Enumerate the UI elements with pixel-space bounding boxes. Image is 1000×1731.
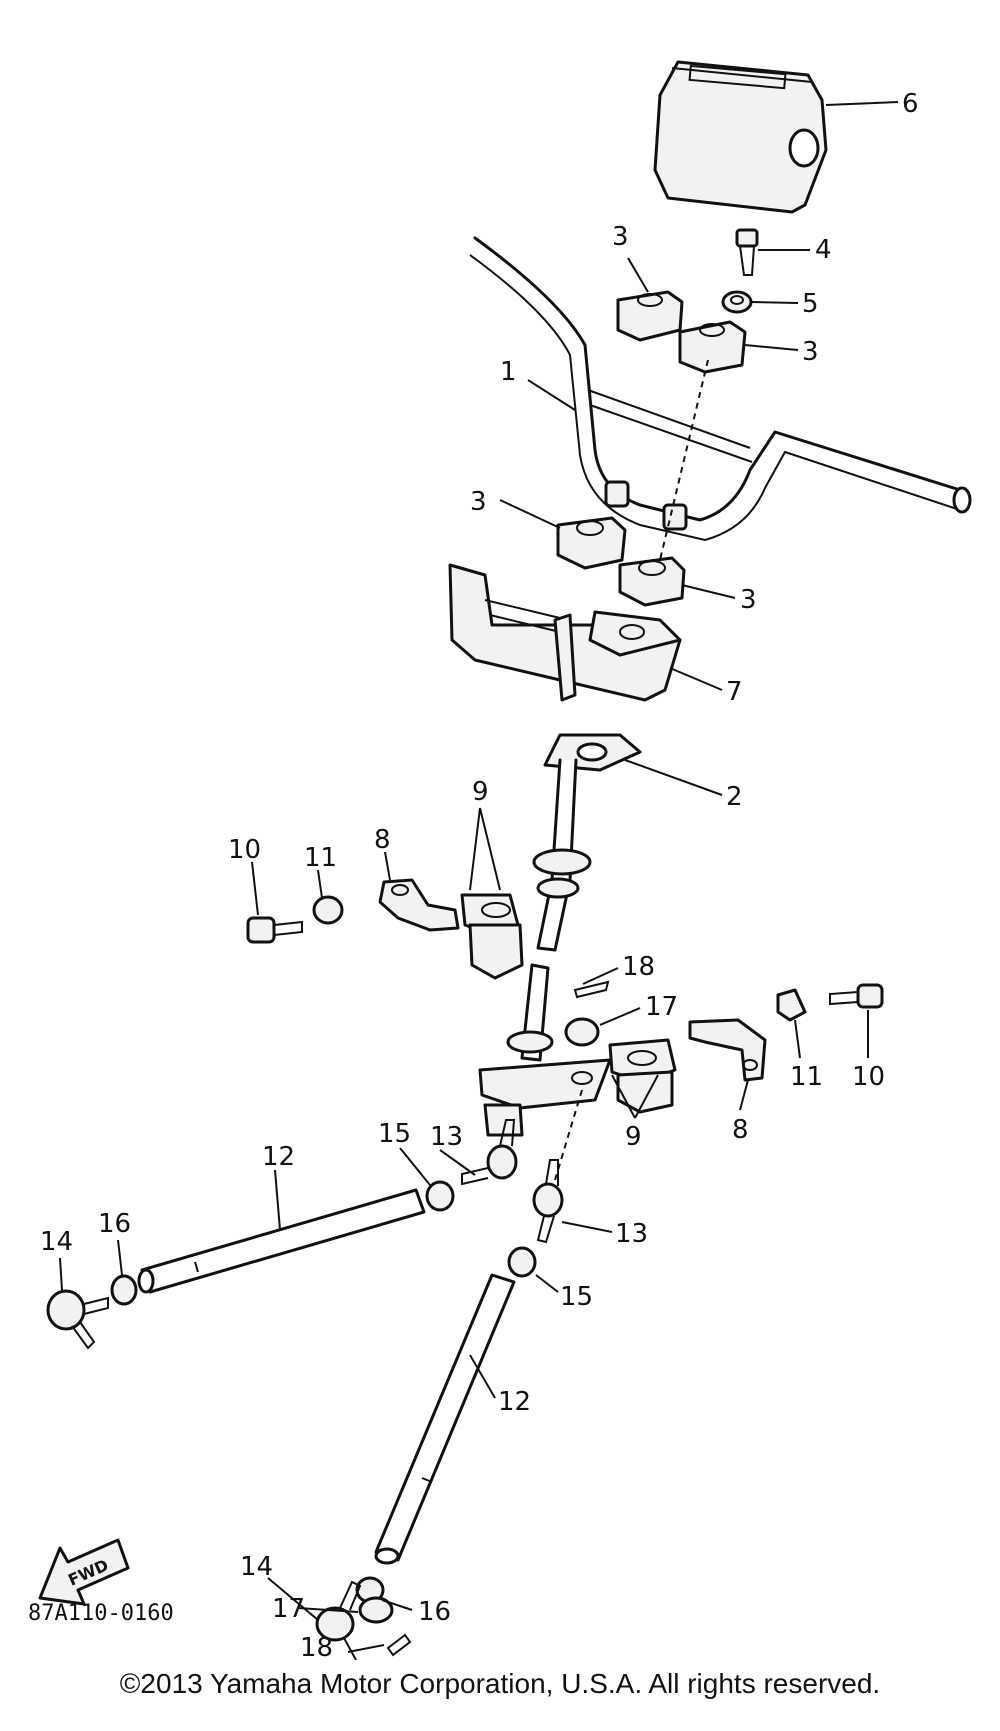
tie-rod-right-part — [374, 1273, 516, 1565]
callout-11-left: 11 — [304, 843, 337, 873]
callout-17-bottom: 17 — [272, 1594, 305, 1624]
callout-labels: 6 4 5 3 3 1 3 3 7 2 9 8 11 10 18 17 9 8 … — [40, 89, 919, 1660]
cotter-pin-bottom-part — [386, 1633, 412, 1657]
callout-3-a: 3 — [612, 222, 629, 252]
callout-4: 4 — [815, 235, 832, 265]
rod-end-left-part — [461, 1119, 518, 1186]
callout-16-right: 16 — [418, 1597, 451, 1627]
callout-18-top: 18 — [622, 952, 655, 982]
callout-18-bottom: 18 — [300, 1633, 333, 1660]
callout-10-left: 10 — [228, 835, 261, 865]
callout-17-top: 17 — [645, 992, 678, 1022]
bolt-left-part — [246, 916, 303, 944]
washer-part — [721, 290, 753, 314]
handlebar-holder-upper-a — [616, 290, 684, 342]
callout-14-left: 14 — [40, 1227, 73, 1257]
callout-3-b: 3 — [802, 337, 819, 367]
callout-9-left: 9 — [472, 777, 489, 807]
callout-16-left: 16 — [98, 1209, 131, 1239]
callout-15-right: 15 — [560, 1282, 593, 1312]
nut-right-part — [776, 988, 807, 1022]
bolt-top-part — [735, 228, 759, 276]
exploded-parts-diagram: FWD 6 4 — [28, 60, 972, 1660]
handlebar-pad-part — [653, 60, 828, 214]
clamp-right-part — [688, 1018, 767, 1082]
locknut-right-part — [507, 1246, 537, 1278]
bolt-right-part — [829, 983, 884, 1009]
copyright-notice: ©2013 Yamaha Motor Corporation, U.S.A. A… — [119, 1668, 881, 1699]
locknut2-left-part — [110, 1274, 138, 1306]
bushing-left-part — [460, 893, 524, 980]
cotter-pin-top-part — [573, 980, 610, 999]
handlebar-bracket-part — [448, 563, 682, 702]
nut-left-part — [312, 895, 344, 925]
callout-12-left: 12 — [262, 1142, 295, 1172]
handlebar-holder-lower-a — [556, 516, 627, 570]
steering-column-part — [478, 733, 642, 1181]
locknut-left-part — [425, 1180, 455, 1212]
handlebar-holder-lower-b — [618, 556, 686, 607]
handlebar-part — [469, 236, 972, 542]
callout-13-right: 13 — [615, 1219, 648, 1249]
handlebar-holder-upper-b — [678, 320, 747, 374]
callout-10-right: 10 — [852, 1062, 885, 1092]
callout-1: 1 — [500, 357, 517, 387]
ball-joint-left-part — [46, 1289, 109, 1350]
ball-joint-right-part — [315, 1580, 362, 1660]
callout-13-left: 13 — [430, 1122, 463, 1152]
callout-15-left: 15 — [378, 1119, 411, 1149]
callout-12-right: 12 — [498, 1387, 531, 1417]
castle-nut-top-part — [564, 1017, 600, 1047]
callout-2: 2 — [726, 782, 743, 812]
callout-3-c: 3 — [470, 487, 487, 517]
rod-end-right-part — [532, 1159, 564, 1244]
leader-lines — [59, 101, 899, 1653]
callout-5: 5 — [802, 289, 819, 319]
callout-3-d: 3 — [740, 585, 757, 615]
callout-6: 6 — [902, 89, 919, 119]
bushing-right-part — [608, 1038, 677, 1114]
callout-8-right: 8 — [732, 1115, 749, 1145]
callout-7: 7 — [726, 677, 743, 707]
callout-8-left: 8 — [374, 825, 391, 855]
callout-14-right: 14 — [240, 1552, 273, 1582]
tie-rod-left-part — [137, 1188, 426, 1294]
castle-nut-bottom-part — [358, 1596, 394, 1624]
clamp-left-part — [378, 878, 460, 932]
diagram-code: 87A110-0160 — [28, 1601, 174, 1626]
callout-9-right: 9 — [625, 1122, 642, 1152]
callout-11-right: 11 — [790, 1062, 823, 1092]
fwd-arrow-icon: FWD — [38, 1538, 130, 1606]
